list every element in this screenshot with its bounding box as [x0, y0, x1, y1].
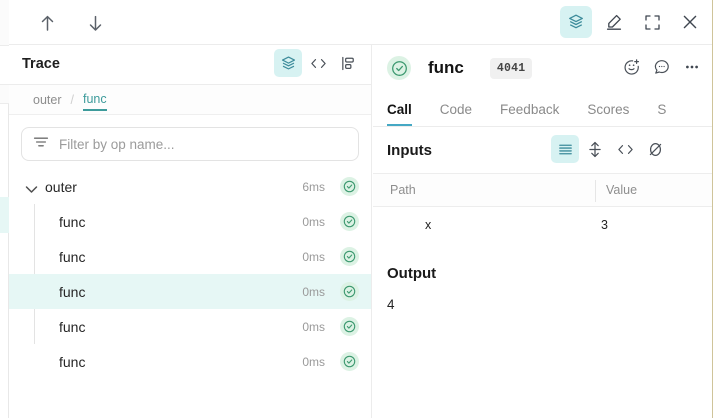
navigate-down-icon[interactable]: [79, 7, 111, 39]
cell-value: 3: [601, 218, 608, 232]
call-detail-header: func 4041: [373, 45, 712, 91]
code-icon[interactable]: [304, 49, 332, 77]
hide-view-icon[interactable]: [641, 135, 669, 163]
close-icon[interactable]: [674, 6, 706, 38]
tree-row-label: func: [59, 353, 86, 370]
breadcrumb: outer / func: [9, 85, 371, 115]
output-value: 4: [387, 297, 395, 312]
breadcrumb-item-func[interactable]: func: [82, 92, 107, 111]
chevron-down-icon[interactable]: [25, 181, 38, 199]
stacked-layers-icon[interactable]: [274, 49, 302, 77]
call-id-badge: 4041: [489, 57, 533, 79]
tree-row-func-4[interactable]: func 0ms: [9, 309, 371, 344]
toolbar-nav-group: [31, 7, 111, 39]
annotate-pen-icon[interactable]: [598, 6, 630, 38]
output-title: Output: [387, 265, 437, 282]
trace-panel-header: Trace: [9, 45, 371, 85]
trace-panel: Trace: [9, 45, 372, 418]
tree-row-label: outer: [45, 178, 77, 195]
filter-icon: [33, 135, 49, 154]
breadcrumb-separator: /: [70, 92, 74, 107]
comment-icon[interactable]: [648, 53, 676, 81]
add-reaction-icon[interactable]: [618, 53, 646, 81]
toolbar-action-group: [560, 6, 706, 38]
inputs-table: Path Value x 3: [373, 173, 712, 243]
tree-row-label: func: [59, 283, 86, 300]
tab-scores[interactable]: Scores: [587, 102, 630, 117]
code-view-icon[interactable]: [611, 135, 639, 163]
tab-code[interactable]: Code: [439, 102, 473, 117]
tab-call[interactable]: Call: [387, 102, 412, 126]
inputs-title: Inputs: [387, 141, 432, 159]
tree-row-duration: 6ms: [302, 179, 325, 194]
tree-row-func-3[interactable]: func 0ms: [9, 274, 371, 309]
call-title: func: [428, 58, 464, 77]
tree-row-duration: 0ms: [302, 284, 325, 299]
tab-summary[interactable]: S: [657, 102, 667, 117]
table-row[interactable]: x 3: [373, 207, 712, 243]
top-toolbar: [9, 0, 720, 45]
filter-box[interactable]: [21, 127, 359, 161]
background-panel-sliver: [0, 0, 9, 418]
column-header-path: Path: [390, 183, 416, 197]
column-header-value: Value: [606, 183, 638, 197]
tree-row-func-1[interactable]: func 0ms: [9, 204, 371, 239]
navigate-up-icon[interactable]: [31, 7, 63, 39]
tree-row-duration: 0ms: [302, 249, 325, 264]
status-success-icon: [387, 56, 411, 80]
status-success-icon: [340, 177, 359, 196]
tree-row-label: func: [59, 318, 86, 335]
inputs-section-header: Inputs: [373, 127, 712, 173]
right-panel-edge: [712, 0, 720, 418]
tree-row-func-5[interactable]: func 0ms: [9, 344, 371, 379]
flamegraph-icon[interactable]: [334, 49, 362, 77]
tree-row-duration: 0ms: [302, 354, 325, 369]
status-success-icon: [340, 212, 359, 231]
call-tabs: Call Code Feedback Scores S: [373, 91, 712, 127]
output-section-header: Output: [373, 243, 712, 283]
inputs-view-toggle-group: [551, 135, 669, 163]
breadcrumb-item-outer[interactable]: outer: [33, 92, 62, 107]
tree-row-label: func: [59, 213, 86, 230]
tree-row-label: func: [59, 248, 86, 265]
status-success-icon: [340, 317, 359, 336]
expand-rows-icon[interactable]: [581, 135, 609, 163]
fullscreen-icon[interactable]: [636, 6, 668, 38]
list-view-icon[interactable]: [551, 135, 579, 163]
filter-input[interactable]: [59, 136, 347, 152]
call-detail-panel: func 4041: [373, 45, 712, 418]
tree-row-func-2[interactable]: func 0ms: [9, 239, 371, 274]
filter-container: [9, 115, 371, 169]
cell-path: x: [425, 218, 432, 232]
call-actions-group: [618, 53, 706, 81]
tree-row-duration: 0ms: [302, 319, 325, 334]
tab-feedback[interactable]: Feedback: [500, 102, 560, 117]
trace-panel-title: Trace: [22, 56, 60, 72]
status-success-icon: [340, 352, 359, 371]
inputs-table-header: Path Value: [373, 173, 712, 207]
tree-row-outer[interactable]: outer 6ms: [9, 169, 371, 204]
more-options-icon[interactable]: [678, 53, 706, 81]
trace-view-toggle-group: [274, 49, 362, 77]
tree-row-duration: 0ms: [302, 214, 325, 229]
trace-tree-view-icon[interactable]: [560, 6, 592, 38]
status-success-icon: [340, 282, 359, 301]
status-success-icon: [340, 247, 359, 266]
column-divider: [595, 180, 596, 202]
trace-tree: outer 6ms func 0ms: [9, 169, 371, 379]
